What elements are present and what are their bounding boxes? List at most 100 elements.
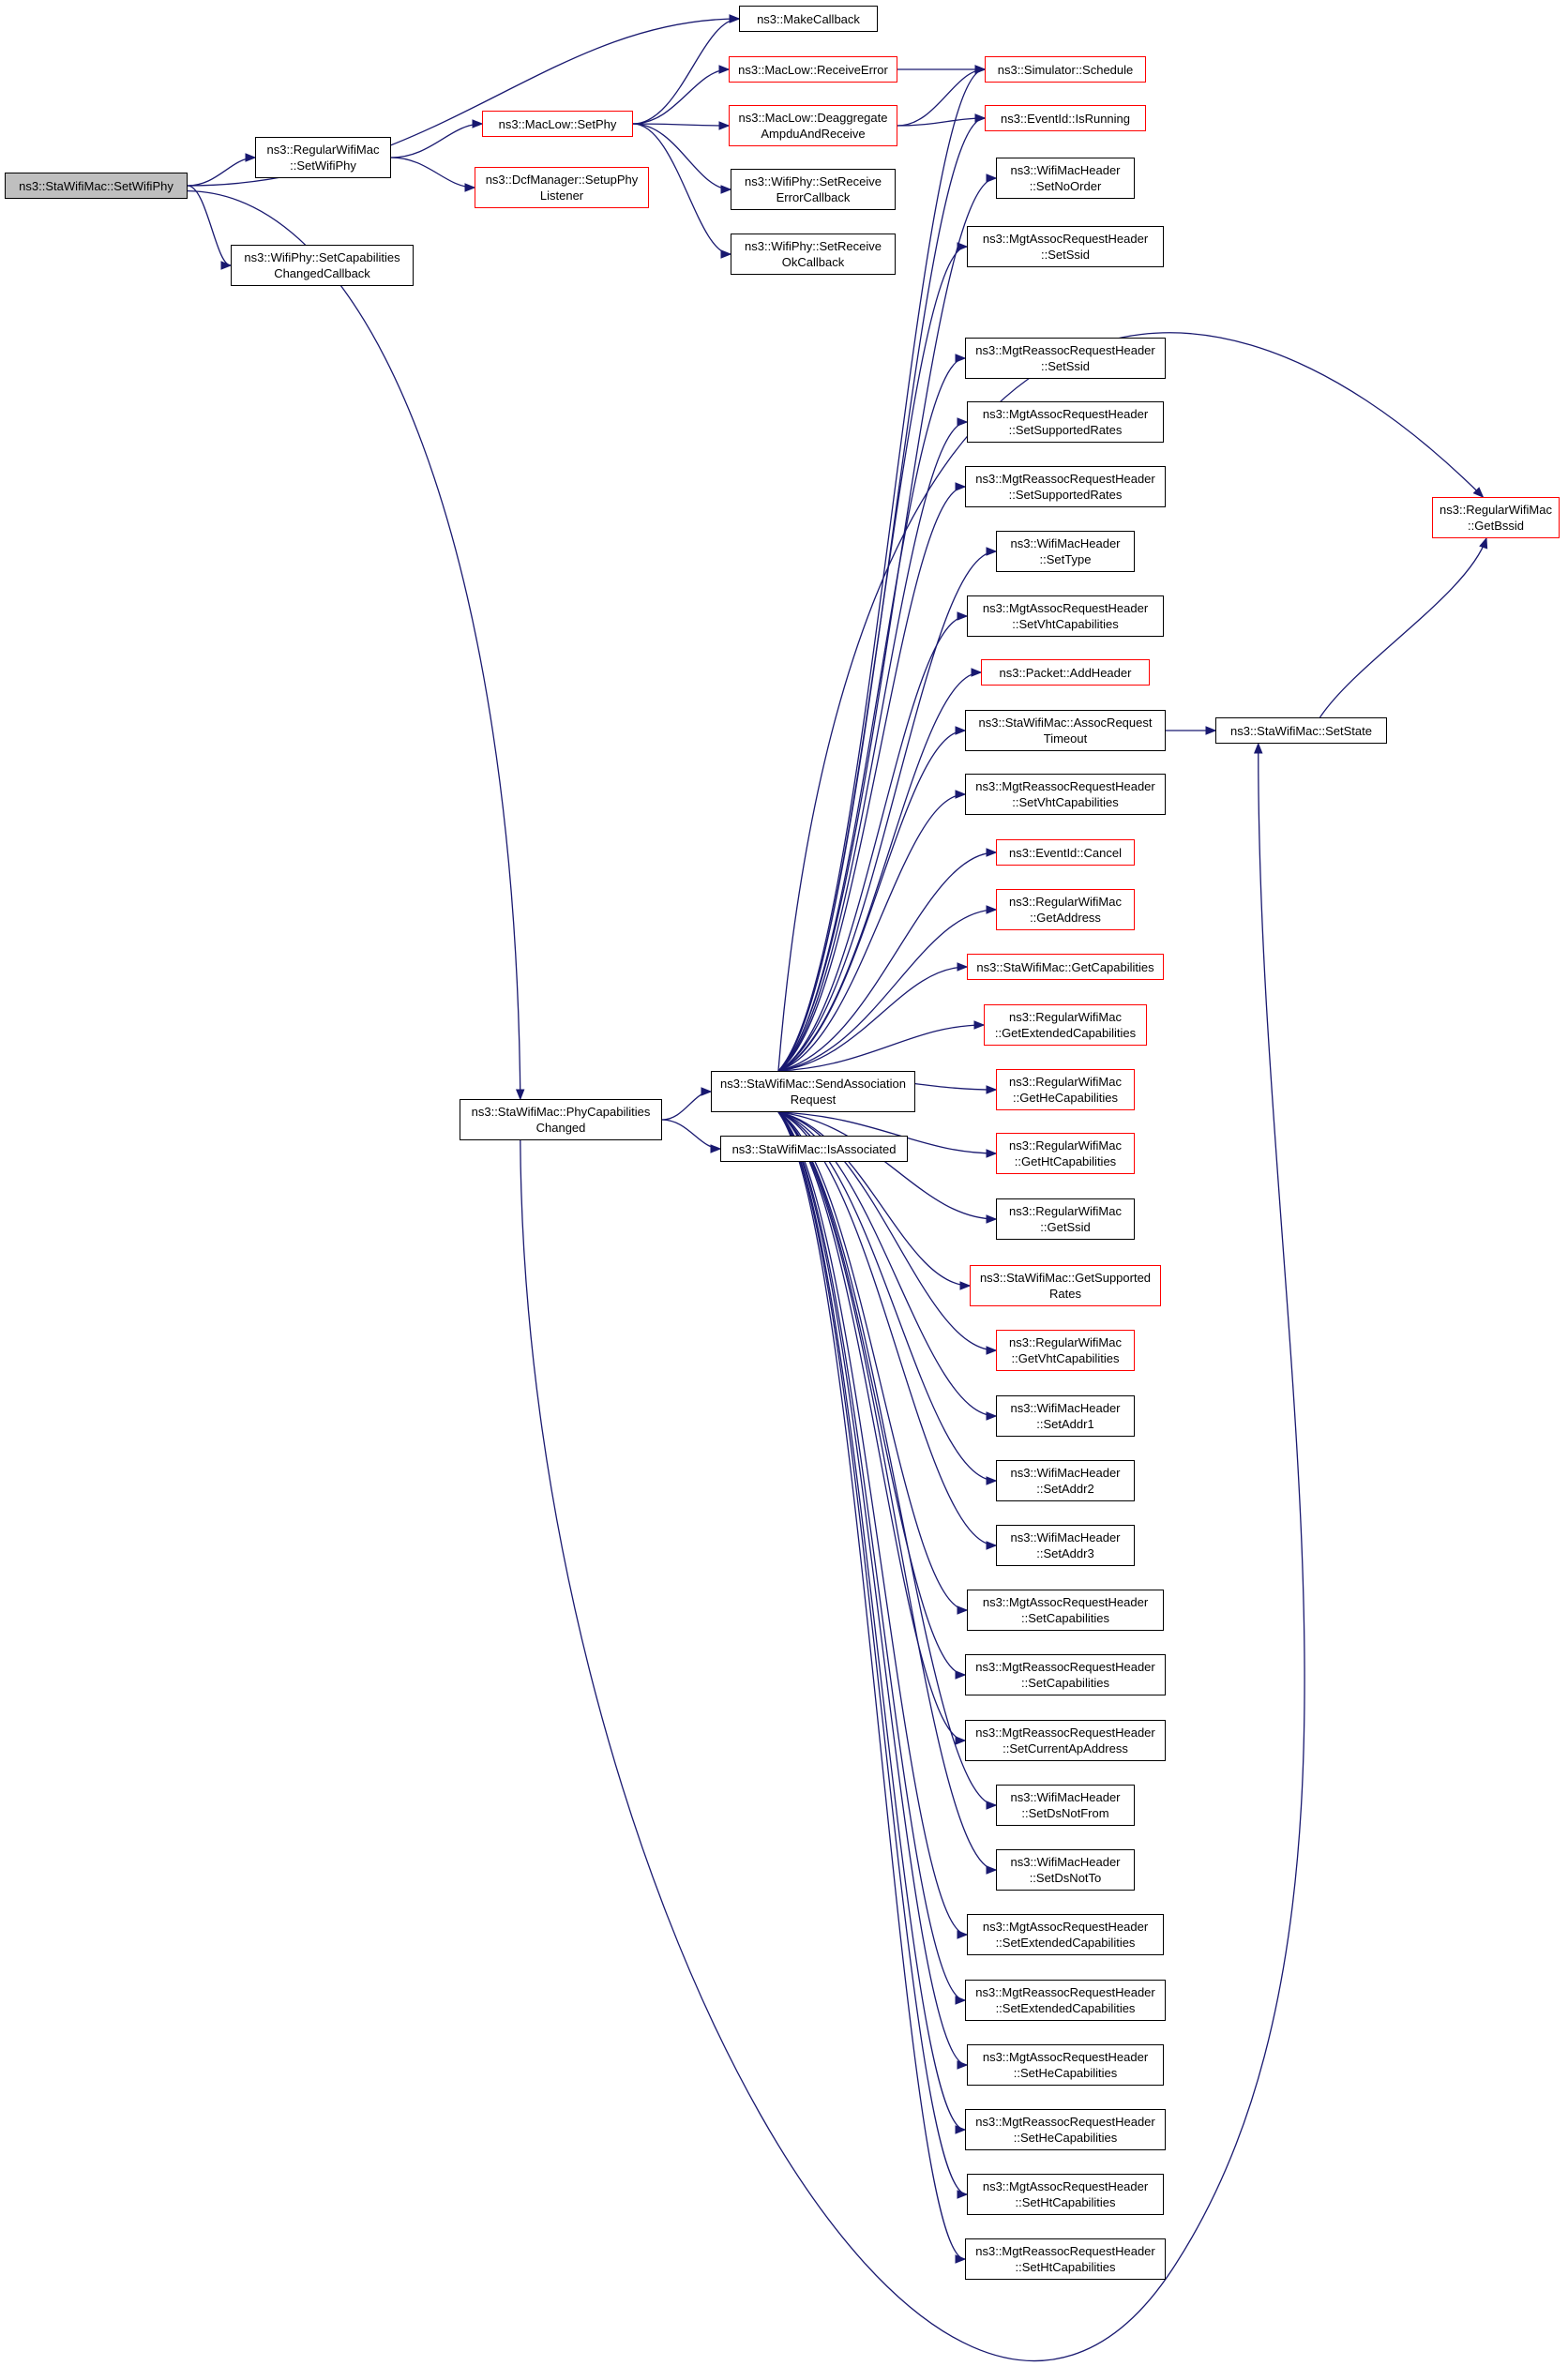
node-setstate[interactable]: ns3::StaWifiMac::SetState xyxy=(1215,717,1387,744)
edge-maclow-setphy-to-setrecvok xyxy=(632,123,731,255)
node-label: ns3::WifiMacHeader ::SetAddr1 xyxy=(1010,1401,1121,1431)
edge-sendassoc-to-reassoc-ht xyxy=(777,1111,966,2260)
node-setaddr2[interactable]: ns3::WifiMacHeader ::SetAddr2 xyxy=(996,1460,1135,1501)
node-isassociated[interactable]: ns3::StaWifiMac::IsAssociated xyxy=(720,1136,908,1162)
node-label: ns3::RegularWifiMac ::GetExtendedCapabil… xyxy=(994,1010,1137,1040)
edge-sendassoc-to-getvhtcaps xyxy=(777,1111,997,1351)
node-label: ns3::MgtReassocRequestHeader ::SetHtCapa… xyxy=(975,2244,1155,2274)
node-reassoc-vht[interactable]: ns3::MgtReassocRequestHeader ::SetVhtCap… xyxy=(965,774,1166,815)
node-assoc-ext[interactable]: ns3::MgtAssocRequestHeader ::SetExtended… xyxy=(967,1914,1164,1955)
node-reassoc-he[interactable]: ns3::MgtReassocRequestHeader ::SetHeCapa… xyxy=(965,2109,1166,2150)
arrowhead xyxy=(986,1411,998,1421)
node-assoc-rates[interactable]: ns3::MgtAssocRequestHeader ::SetSupporte… xyxy=(967,401,1164,443)
node-setrecvok[interactable]: ns3::WifiPhy::SetReceive OkCallback xyxy=(731,234,896,275)
node-makecallback[interactable]: ns3::MakeCallback xyxy=(739,6,878,32)
node-assoc-caps[interactable]: ns3::MgtAssocRequestHeader ::SetCapabili… xyxy=(967,1590,1164,1631)
node-getssid[interactable]: ns3::RegularWifiMac ::GetSsid xyxy=(996,1198,1135,1240)
node-regular-setwifiphy[interactable]: ns3::RegularWifiMac ::SetWifiPhy xyxy=(255,137,391,178)
node-assoc-he[interactable]: ns3::MgtAssocRequestHeader ::SetHeCapabi… xyxy=(967,2044,1164,2086)
node-label: ns3::MgtReassocRequestHeader ::SetSsid xyxy=(975,343,1155,373)
arrowhead xyxy=(986,173,998,183)
edge-maclow-setphy-to-receiveerror xyxy=(632,68,730,125)
edge-sendassoc-to-reassoc-ssid xyxy=(777,357,966,1072)
arrowhead xyxy=(720,249,732,259)
node-assoc-ssid[interactable]: ns3::MgtAssocRequestHeader ::SetSsid xyxy=(967,226,1164,267)
arrowhead xyxy=(464,183,476,192)
node-label: ns3::MgtReassocRequestHeader ::SetCurren… xyxy=(975,1726,1155,1756)
node-getvhtcaps[interactable]: ns3::RegularWifiMac ::GetVhtCapabilities xyxy=(996,1330,1135,1371)
arrowhead xyxy=(710,1144,722,1153)
node-label: ns3::DcfManager::SetupPhy Listener xyxy=(485,173,639,203)
node-gethecaps[interactable]: ns3::RegularWifiMac ::GetHeCapabilities xyxy=(996,1069,1135,1110)
node-addheader[interactable]: ns3::Packet::AddHeader xyxy=(981,659,1150,686)
node-reassoc-ext[interactable]: ns3::MgtReassocRequestHeader ::SetExtend… xyxy=(965,1980,1166,2021)
node-getbssid[interactable]: ns3::RegularWifiMac ::GetBssid xyxy=(1432,497,1560,538)
node-setaddr3[interactable]: ns3::WifiMacHeader ::SetAddr3 xyxy=(996,1525,1135,1566)
node-reassoc-ssid[interactable]: ns3::MgtReassocRequestHeader ::SetSsid xyxy=(965,338,1166,379)
node-setrecverr[interactable]: ns3::WifiPhy::SetReceive ErrorCallback xyxy=(731,169,896,210)
node-setdsnotto[interactable]: ns3::WifiMacHeader ::SetDsNotTo xyxy=(996,1849,1135,1891)
arrowhead xyxy=(986,1865,998,1875)
node-setaddr1[interactable]: ns3::WifiMacHeader ::SetAddr1 xyxy=(996,1395,1135,1437)
edge-sendassoc-to-assoc-ssid xyxy=(777,246,968,1072)
arrowhead xyxy=(472,119,484,128)
node-setcapchanged[interactable]: ns3::WifiPhy::SetCapabilities ChangedCal… xyxy=(231,245,414,286)
arrowhead xyxy=(955,2254,967,2264)
arrowhead xyxy=(959,1281,972,1290)
node-assoc-vht[interactable]: ns3::MgtAssocRequestHeader ::SetVhtCapab… xyxy=(967,595,1164,637)
node-getaddress[interactable]: ns3::RegularWifiMac ::GetAddress xyxy=(996,889,1135,930)
node-label: ns3::MgtReassocRequestHeader ::SetVhtCap… xyxy=(975,779,1155,809)
node-reassoc-ht[interactable]: ns3::MgtReassocRequestHeader ::SetHtCapa… xyxy=(965,2238,1166,2280)
node-getcaps[interactable]: ns3::StaWifiMac::GetCapabilities xyxy=(967,954,1164,980)
node-reassoc-rates[interactable]: ns3::MgtReassocRequestHeader ::SetSuppor… xyxy=(965,466,1166,507)
node-reassoc-curap[interactable]: ns3::MgtReassocRequestHeader ::SetCurren… xyxy=(965,1720,1166,1761)
node-assoc-ht[interactable]: ns3::MgtAssocRequestHeader ::SetHtCapabi… xyxy=(967,2174,1164,2215)
node-isrunning[interactable]: ns3::EventId::IsRunning xyxy=(985,105,1146,131)
node-label: ns3::WifiMacHeader ::SetAddr2 xyxy=(1010,1466,1121,1496)
arrowhead xyxy=(986,1149,998,1158)
node-label: ns3::MgtReassocRequestHeader ::SetExtend… xyxy=(975,1985,1155,2015)
edge-maclow-setphy-to-setrecverr xyxy=(632,123,731,190)
edge-sendassoc-to-gethtcaps xyxy=(777,1111,997,1154)
node-label: ns3::WifiPhy::SetCapabilities ChangedCal… xyxy=(244,250,400,280)
edge-sendassoc-to-getcaps xyxy=(777,966,968,1072)
arrowhead xyxy=(957,2060,969,2070)
node-getsuprates[interactable]: ns3::StaWifiMac::GetSupported Rates xyxy=(970,1265,1161,1306)
node-label: ns3::RegularWifiMac ::GetHtCapabilities xyxy=(1009,1138,1122,1168)
edge-maclow-setphy-to-deaggregate xyxy=(632,123,730,127)
node-assoctimeout[interactable]: ns3::StaWifiMac::AssocRequest Timeout xyxy=(965,710,1166,751)
arrowhead xyxy=(957,962,969,972)
arrowhead xyxy=(971,668,983,677)
node-label: ns3::RegularWifiMac ::SetWifiPhy xyxy=(266,143,380,173)
arrowhead xyxy=(986,1214,998,1224)
arrowhead xyxy=(974,113,987,123)
arrowhead xyxy=(955,726,967,735)
edge-sendassoc-to-assoc-vht xyxy=(777,615,968,1072)
node-schedule[interactable]: ns3::Simulator::Schedule xyxy=(985,56,1146,83)
node-setdsnotfrom[interactable]: ns3::WifiMacHeader ::SetDsNotFrom xyxy=(996,1785,1135,1826)
node-maclow-setphy[interactable]: ns3::MacLow::SetPhy xyxy=(482,111,633,137)
node-reassoc-caps[interactable]: ns3::MgtReassocRequestHeader ::SetCapabi… xyxy=(965,1654,1166,1695)
node-deaggregate[interactable]: ns3::MacLow::Deaggregate AmpduAndReceive xyxy=(729,105,897,146)
node-settype[interactable]: ns3::WifiMacHeader ::SetType xyxy=(996,531,1135,572)
node-sendassoc[interactable]: ns3::StaWifiMac::SendAssociation Request xyxy=(711,1071,915,1112)
node-getextcaps[interactable]: ns3::RegularWifiMac ::GetExtendedCapabil… xyxy=(984,1004,1147,1046)
arrowhead xyxy=(1472,487,1485,498)
node-label: ns3::MacLow::SetPhy xyxy=(498,116,617,131)
edge-sendassoc-to-assoc-rates xyxy=(777,421,968,1072)
arrowhead xyxy=(720,185,732,194)
arrowhead xyxy=(1205,726,1217,735)
node-gethtcaps[interactable]: ns3::RegularWifiMac ::GetHtCapabilities xyxy=(996,1133,1135,1174)
node-dcf-setup[interactable]: ns3::DcfManager::SetupPhy Listener xyxy=(475,167,649,208)
node-label: ns3::WifiMacHeader ::SetType xyxy=(1010,536,1121,566)
node-label: ns3::WifiPhy::SetReceive OkCallback xyxy=(745,239,882,269)
node-phycapchanged[interactable]: ns3::StaWifiMac::PhyCapabilities Changed xyxy=(460,1099,662,1140)
edge-sendassoc-to-cancel xyxy=(777,851,997,1072)
node-receiveerror[interactable]: ns3::MacLow::ReceiveError xyxy=(729,56,897,83)
edge-sendassoc-to-assoc-ext xyxy=(777,1111,968,1936)
node-setnoorder[interactable]: ns3::WifiMacHeader ::SetNoOrder xyxy=(996,158,1135,199)
node-cancel[interactable]: ns3::EventId::Cancel xyxy=(996,839,1135,866)
arrowhead xyxy=(955,482,967,491)
edge-sendassoc-to-reassoc-curap xyxy=(777,1111,966,1741)
